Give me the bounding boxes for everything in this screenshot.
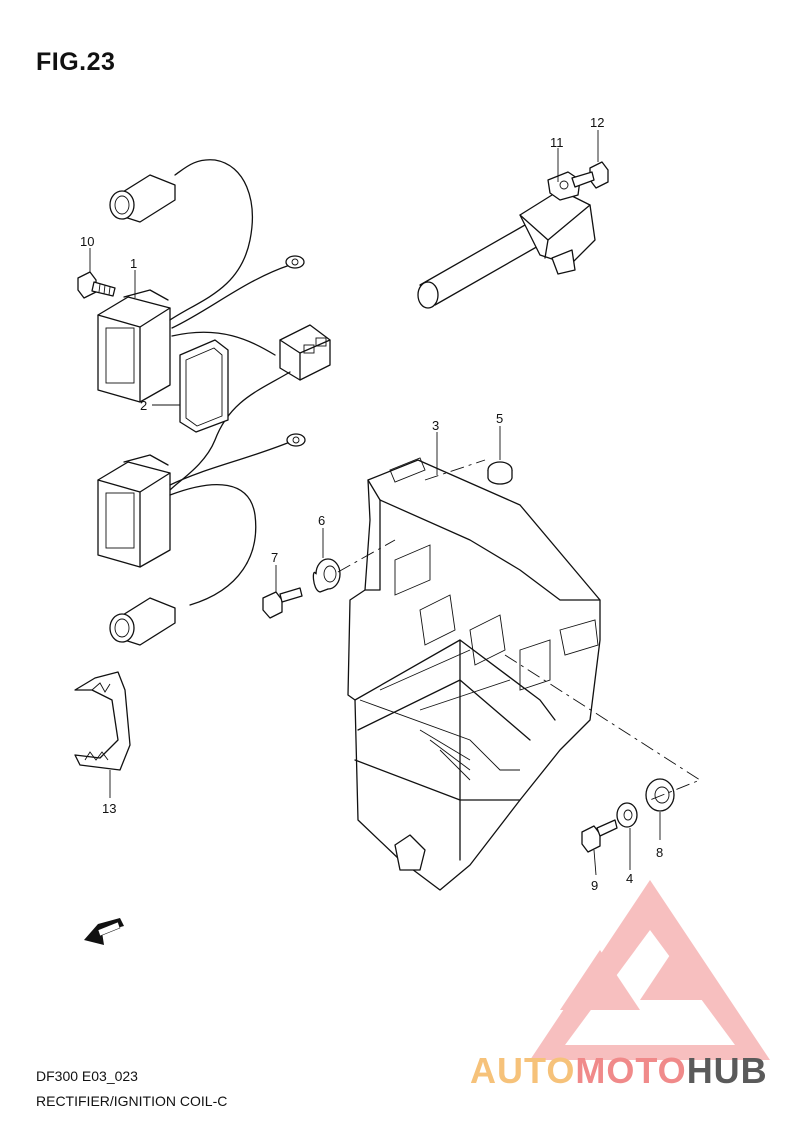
callout-12: 12 <box>590 115 604 130</box>
callout-3: 3 <box>432 418 439 433</box>
ring-terminal-upper <box>285 255 305 269</box>
bolt-10[interactable] <box>77 271 116 299</box>
rectifier-bracket[interactable] <box>347 457 601 891</box>
ignition-coil[interactable] <box>417 171 596 309</box>
grommet-5[interactable] <box>487 461 513 485</box>
connector-plug-lower <box>109 597 176 646</box>
wire-middle <box>169 371 291 491</box>
bolt-9[interactable] <box>581 819 618 853</box>
callout-8: 8 <box>656 845 663 860</box>
washer-4[interactable] <box>616 802 638 828</box>
wire-coupler <box>279 324 331 381</box>
bolt-7[interactable] <box>262 587 303 619</box>
wire-upper-connector <box>171 331 276 356</box>
watermark-text: AUTOMOTOHUB <box>470 1050 768 1092</box>
wire-clamp[interactable] <box>74 671 131 771</box>
callout-1: 1 <box>130 256 137 271</box>
diagram-name: RECTIFIER/IGNITION COIL-C <box>36 1093 228 1109</box>
ring-terminal-lower <box>286 433 306 447</box>
wire-upper-ground <box>171 264 291 329</box>
alignment-line-5 <box>424 459 486 481</box>
wire-upper-loop <box>169 159 253 321</box>
callout-10: 10 <box>80 234 94 249</box>
callout-13: 13 <box>102 801 116 816</box>
fwd-arrow-icon <box>84 918 124 945</box>
rectifier-lower[interactable] <box>97 454 171 568</box>
grommet-6[interactable] <box>312 558 341 593</box>
bolt-12[interactable] <box>571 161 609 189</box>
connector-plug-upper <box>109 174 176 223</box>
watermark-logo <box>530 880 770 1060</box>
rectifier-upper[interactable] <box>97 289 171 403</box>
callout-5: 5 <box>496 411 503 426</box>
wire-lower-loop <box>169 484 257 606</box>
alignment-line-6 <box>337 539 396 573</box>
watermark-part-2: MOTO <box>575 1050 687 1091</box>
callout-6: 6 <box>318 513 325 528</box>
callout-7: 7 <box>271 550 278 565</box>
watermark-part-3: HUB <box>686 1050 768 1091</box>
watermark-part-1: AUTO <box>470 1050 576 1091</box>
diagram-code: DF300 E03_023 <box>36 1068 138 1084</box>
callout-2: 2 <box>140 398 147 413</box>
callout-9: 9 <box>591 878 598 893</box>
figure-title: FIG.23 <box>36 48 116 76</box>
callout-11: 11 <box>550 135 564 150</box>
callout-4: 4 <box>626 871 633 886</box>
grommet-8[interactable] <box>645 778 675 812</box>
gasket[interactable] <box>179 339 229 433</box>
wire-lower-ground <box>169 441 291 486</box>
